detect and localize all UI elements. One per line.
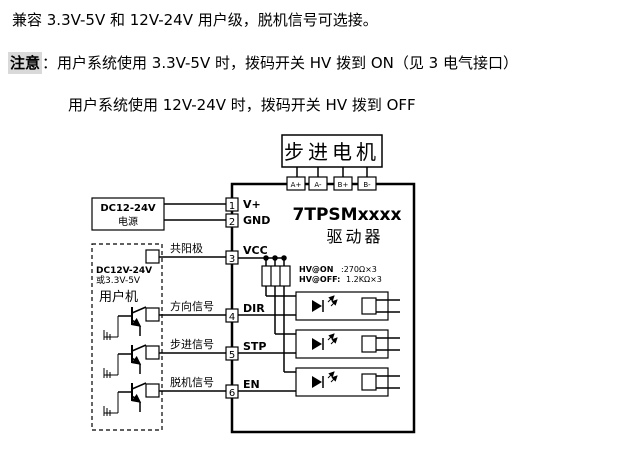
signal-dir-label: 方向信号	[170, 299, 214, 313]
note-label: 注意	[8, 52, 43, 74]
note-line: 注意：用户系统使用 3.3V-5V 时，拨码开关 HV 拨到 ON（见 3 电气…	[8, 52, 518, 74]
terminal-b-plus: B+	[338, 181, 349, 189]
pin-3-num: 3	[229, 254, 235, 265]
pin-6-num: 6	[229, 388, 235, 399]
pin-5-num: 5	[229, 350, 235, 361]
signal-stp-label: 步进信号	[170, 338, 214, 351]
user-supply-line1: DC12V-24V	[96, 266, 152, 276]
driver-pins: 1 2 3 4 5 6 V+ GND VCC DIR STP EN	[225, 197, 270, 399]
pin-3-name: VCC	[243, 244, 268, 257]
hv-off-label: HV@OFF:	[299, 275, 340, 284]
intro-line: 兼容 3.3V-5V 和 12V-24V 用户级，脱机信号可选接。	[12, 11, 378, 29]
power-box-line1: DC12-24V	[100, 203, 156, 214]
stepper-motor: 步进电机	[281, 134, 383, 177]
pin-4-num: 4	[229, 312, 235, 323]
terminal-a-minus: A-	[314, 181, 322, 189]
power-supply: DC12-24V 电源	[91, 197, 226, 231]
terminal-a-plus: A+	[291, 181, 302, 189]
pin-5-name: STP	[243, 340, 267, 353]
driver-name: 驱动器	[326, 227, 383, 246]
pin-4-name: DIR	[243, 302, 265, 315]
user-machine: DC12V-24V 或3.3V-5V 用户机 共阳极 方向信号 步进信号	[91, 241, 226, 431]
driver-box: A+ A- B+ B- 7TPSMxxxx 驱动器	[230, 176, 416, 434]
terminal-b-minus: B-	[363, 181, 371, 189]
pin-1-name: V+	[243, 198, 261, 211]
hv-on-value: :270Ω×3	[341, 265, 377, 274]
pin-2-name: GND	[243, 214, 270, 227]
hv-off-value: 1.2KΩ×3	[346, 275, 382, 284]
pin-6-name: EN	[243, 378, 260, 391]
signal-en-label: 脱机信号	[170, 375, 214, 389]
common-anode-label: 共阳极	[170, 241, 203, 255]
motor-title: 步进电机	[284, 140, 380, 164]
hv-on-label: HV@ON	[299, 265, 333, 274]
user-machine-label: 用户机	[99, 289, 138, 305]
power-box-line2: 电源	[118, 215, 138, 228]
driver-model: 7TPSMxxxx	[293, 205, 402, 225]
dip-switch: HV@ON :270Ω×3 HV@OFF: 1.2KΩ×3	[238, 255, 382, 287]
note-line-2: 用户系统使用 12V-24V 时，拨码开关 HV 拨到 OFF	[68, 96, 416, 114]
user-supply-line2: 或3.3V-5V	[96, 274, 141, 286]
note-text: ：用户系统使用 3.3V-5V 时，拨码开关 HV 拨到 ON（见 3 电气接口…	[42, 54, 518, 72]
pin-1-num: 1	[229, 201, 235, 212]
optocouplers	[238, 286, 400, 397]
pin-2-num: 2	[229, 217, 235, 228]
